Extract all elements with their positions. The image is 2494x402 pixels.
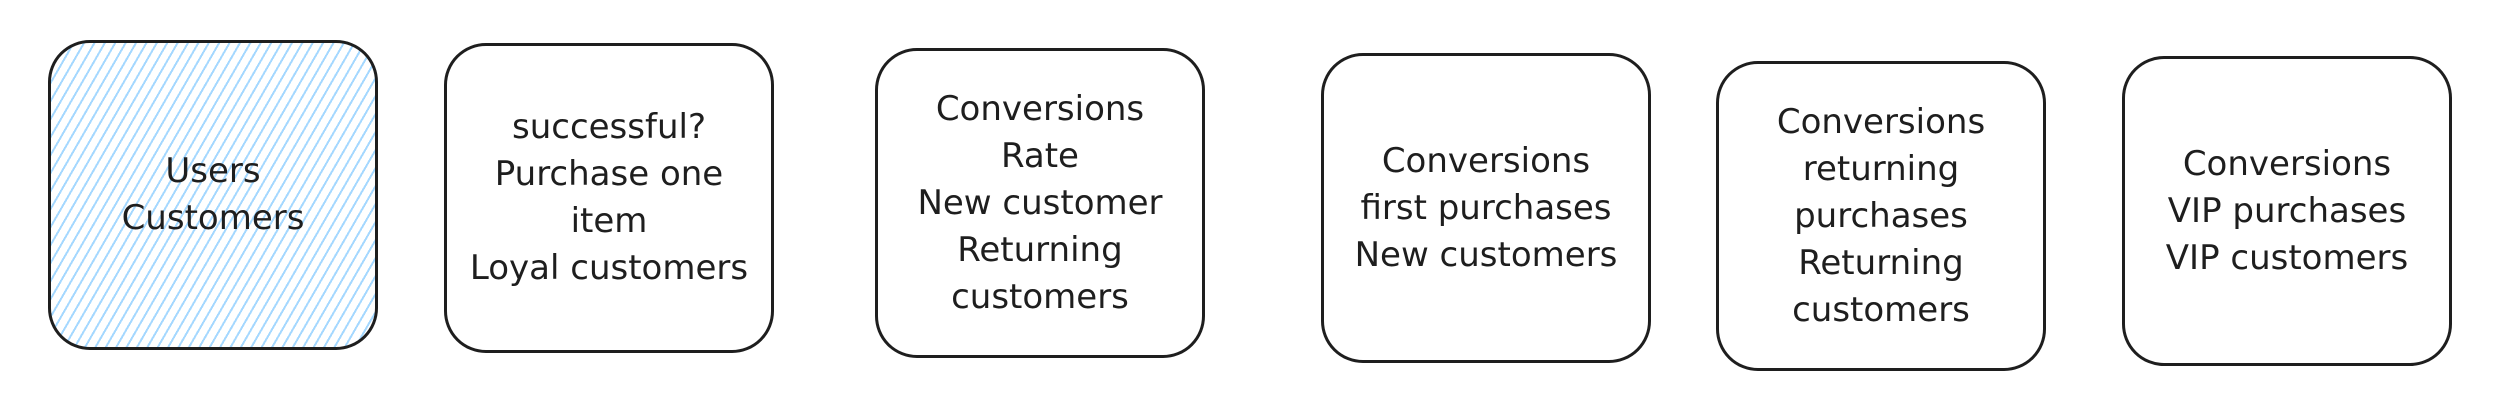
users-customers-box[interactable]: Users Customers xyxy=(48,40,378,350)
returning-purchases-box[interactable]: Conversions returning purchases Returnin… xyxy=(1716,61,2046,371)
box-label: Users Customers xyxy=(121,151,305,238)
box-label: Conversions Rate New customer Returning … xyxy=(917,88,1163,317)
conversion-rate-box[interactable]: Conversions Rate New customer Returning … xyxy=(875,48,1205,358)
box-label: Conversions first purchases New customer… xyxy=(1354,140,1618,275)
box-label: Conversions returning purchases Returnin… xyxy=(1776,101,1986,330)
box-label: successful? Purchase one item Loyal cust… xyxy=(469,107,749,288)
first-purchases-box[interactable]: Conversions first purchases New customer… xyxy=(1321,53,1651,363)
loyal-customers-box[interactable]: successful? Purchase one item Loyal cust… xyxy=(444,43,774,353)
vip-purchases-box[interactable]: Conversions VIP purchases VIP customers xyxy=(2122,56,2452,366)
box-label: Conversions VIP purchases VIP customers xyxy=(2165,143,2409,278)
